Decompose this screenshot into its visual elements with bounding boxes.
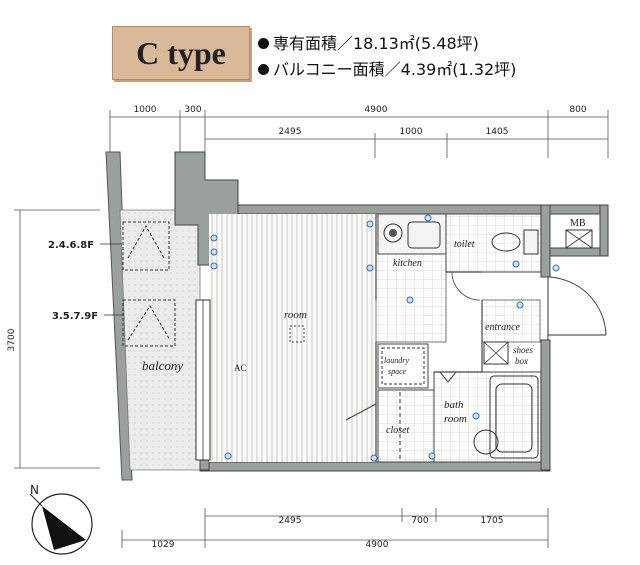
dim-bottom-1705: 1705 bbox=[481, 516, 504, 526]
compass-north-label: N bbox=[30, 483, 39, 497]
balcony-window bbox=[195, 299, 211, 461]
dim-top-4900: 4900 bbox=[365, 105, 388, 115]
entrance-floor bbox=[481, 299, 541, 343]
dim-left-3700: 3700 bbox=[7, 328, 17, 351]
meter-box bbox=[565, 229, 593, 249]
balcony-area bbox=[100, 151, 201, 481]
left-dimension bbox=[14, 209, 100, 469]
shoes-box-label-2: box bbox=[515, 356, 528, 366]
closet-label: closet bbox=[386, 425, 410, 436]
bath-label-2: room bbox=[444, 413, 467, 425]
bottom-dimensions bbox=[121, 508, 549, 548]
laundry-space bbox=[377, 343, 429, 389]
balcony-area-text: バルコニー面積／4.39㎡(1.32坪) bbox=[273, 60, 517, 79]
top-dimensions bbox=[109, 110, 609, 158]
room-floor bbox=[209, 214, 376, 462]
floors-lower-label: 3.5.7.9F bbox=[52, 311, 98, 322]
toilet-label: toilet bbox=[454, 239, 475, 250]
dim-bottom-1029: 1029 bbox=[152, 540, 175, 550]
dim-bottom-700: 700 bbox=[411, 516, 428, 526]
bath-label-1: bath bbox=[444, 399, 464, 411]
shoes-box-label-1: shoes bbox=[513, 345, 533, 355]
dim-top-300: 300 bbox=[184, 105, 201, 115]
dim-bottom-4900: 4900 bbox=[366, 540, 389, 550]
bullet-icon bbox=[258, 38, 269, 49]
electrical-outlets bbox=[210, 214, 560, 462]
kitchen-label: kitchen bbox=[393, 258, 422, 269]
room-label: room bbox=[284, 309, 307, 321]
kitchen-area bbox=[375, 213, 447, 343]
exclusive-area-line: 専有面積／18.13㎡(5.48坪) bbox=[258, 30, 479, 54]
balcony-label: balcony bbox=[142, 358, 183, 373]
closet-area bbox=[345, 389, 435, 463]
compass-icon bbox=[29, 493, 93, 555]
dim-top2-1000: 1000 bbox=[400, 127, 423, 137]
bath-room-area bbox=[433, 371, 542, 463]
dim-top-1000: 1000 bbox=[134, 105, 157, 115]
dim-top2-1405: 1405 bbox=[486, 127, 509, 137]
balcony-area-line: バルコニー面積／4.39㎡(1.32坪) bbox=[258, 56, 516, 80]
ac-label: AC bbox=[234, 363, 247, 373]
mb-label: MB bbox=[570, 218, 586, 229]
dim-bottom-2495: 2495 bbox=[279, 516, 302, 526]
entrance-door[interactable] bbox=[547, 276, 607, 340]
unit-type-badge: C type bbox=[112, 26, 250, 80]
entrance-label: entrance bbox=[485, 322, 521, 333]
shoes-box bbox=[483, 341, 509, 365]
interior-partitions bbox=[375, 214, 483, 462]
exclusive-area-text: 専有面積／18.13㎡(5.48坪) bbox=[273, 34, 479, 53]
toilet-area bbox=[445, 213, 542, 301]
floors-upper-label: 2.4.6.8F bbox=[48, 240, 94, 251]
dim-top2-2495: 2495 bbox=[279, 127, 302, 137]
laundry-label-1: laundry bbox=[384, 356, 409, 365]
dim-top-800: 800 bbox=[569, 105, 586, 115]
bullet-icon bbox=[258, 64, 269, 75]
laundry-label-2: space bbox=[388, 367, 407, 376]
